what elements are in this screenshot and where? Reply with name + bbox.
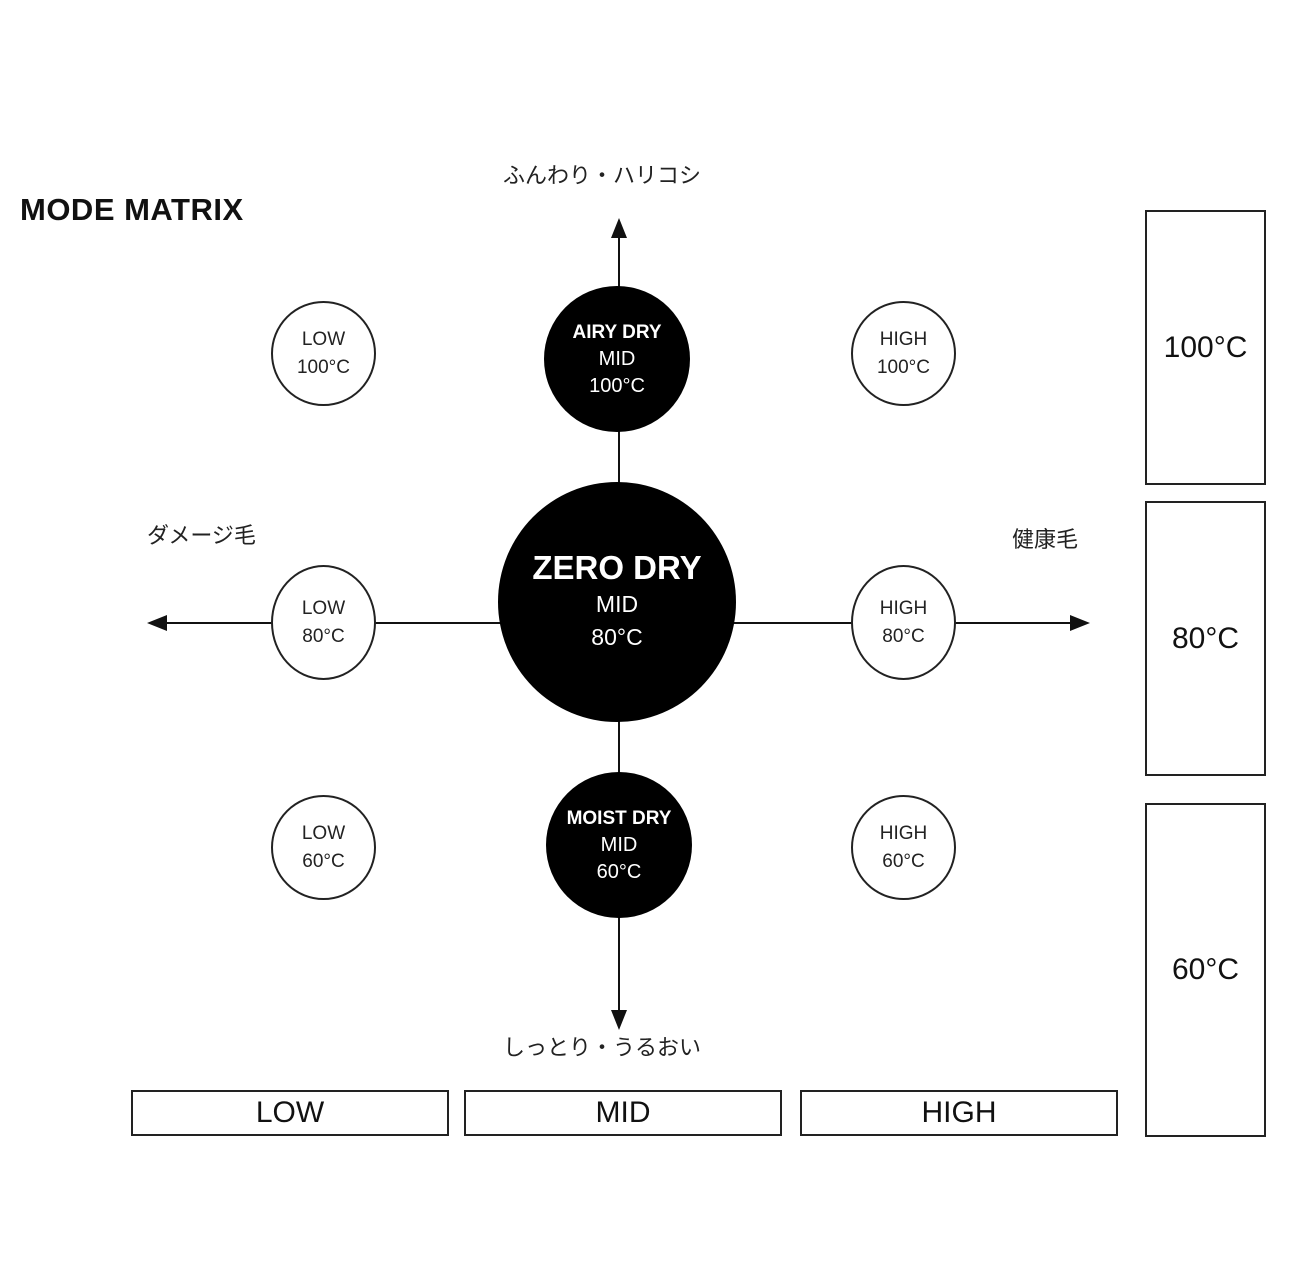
level-label: HIGH <box>879 597 928 619</box>
mode-high-100: HIGH 100°C <box>851 301 956 406</box>
mode-name: MOIST DRY <box>566 807 672 829</box>
axis-label-top: ふんわり・ハリコシ <box>503 164 702 189</box>
temp-label: 100°C <box>589 374 645 397</box>
arrow-right-icon <box>1070 615 1090 631</box>
arrow-left-icon <box>147 615 167 631</box>
temp-label: 100°C <box>296 356 351 378</box>
mode-low-100: LOW 100°C <box>271 301 376 406</box>
temp-label: 60°C <box>302 850 345 872</box>
mode-moist-dry: MOIST DRY MID 60°C <box>546 772 692 918</box>
mode-high-60: HIGH 60°C <box>851 795 956 900</box>
mode-name: ZERO DRY <box>532 548 702 586</box>
temp-label: 80°C <box>882 625 925 647</box>
level-label: MID <box>600 833 638 856</box>
mode-low-80: LOW 80°C <box>271 565 376 680</box>
axis-label-bottom: しっとり・うるおい <box>503 1036 702 1061</box>
temp-label: 60°C <box>596 860 642 883</box>
temp-label: 80°C <box>591 623 643 650</box>
level-label: LOW <box>301 328 346 350</box>
row-box-100: 100°C <box>1145 210 1266 485</box>
level-label: HIGH <box>879 328 928 350</box>
column-box-mid: MID <box>464 1090 782 1136</box>
level-label: HIGH <box>879 822 928 844</box>
level-label: LOW <box>301 597 346 619</box>
level-label: MID <box>595 590 639 617</box>
axis-label-right: 健康毛 <box>1012 528 1079 553</box>
row-box-80: 80°C <box>1145 501 1266 776</box>
mode-low-60: LOW 60°C <box>271 795 376 900</box>
arrow-down-icon <box>611 1010 627 1030</box>
diagram-title: MODE MATRIX <box>20 192 244 227</box>
level-label: MID <box>598 347 636 370</box>
temp-label: 60°C <box>882 850 925 872</box>
mode-airy-dry: AIRY DRY MID 100°C <box>544 286 690 432</box>
mode-zero-dry: ZERO DRY MID 80°C <box>498 482 736 722</box>
column-box-high: HIGH <box>800 1090 1118 1136</box>
arrow-up-icon <box>611 218 627 238</box>
row-box-60: 60°C <box>1145 803 1266 1137</box>
mode-high-80: HIGH 80°C <box>851 565 956 680</box>
level-label: LOW <box>301 822 346 844</box>
mode-name: AIRY DRY <box>572 321 662 343</box>
axis-label-left: ダメージ毛 <box>147 524 256 549</box>
column-box-low: LOW <box>131 1090 449 1136</box>
temp-label: 100°C <box>876 356 931 378</box>
temp-label: 80°C <box>302 625 345 647</box>
